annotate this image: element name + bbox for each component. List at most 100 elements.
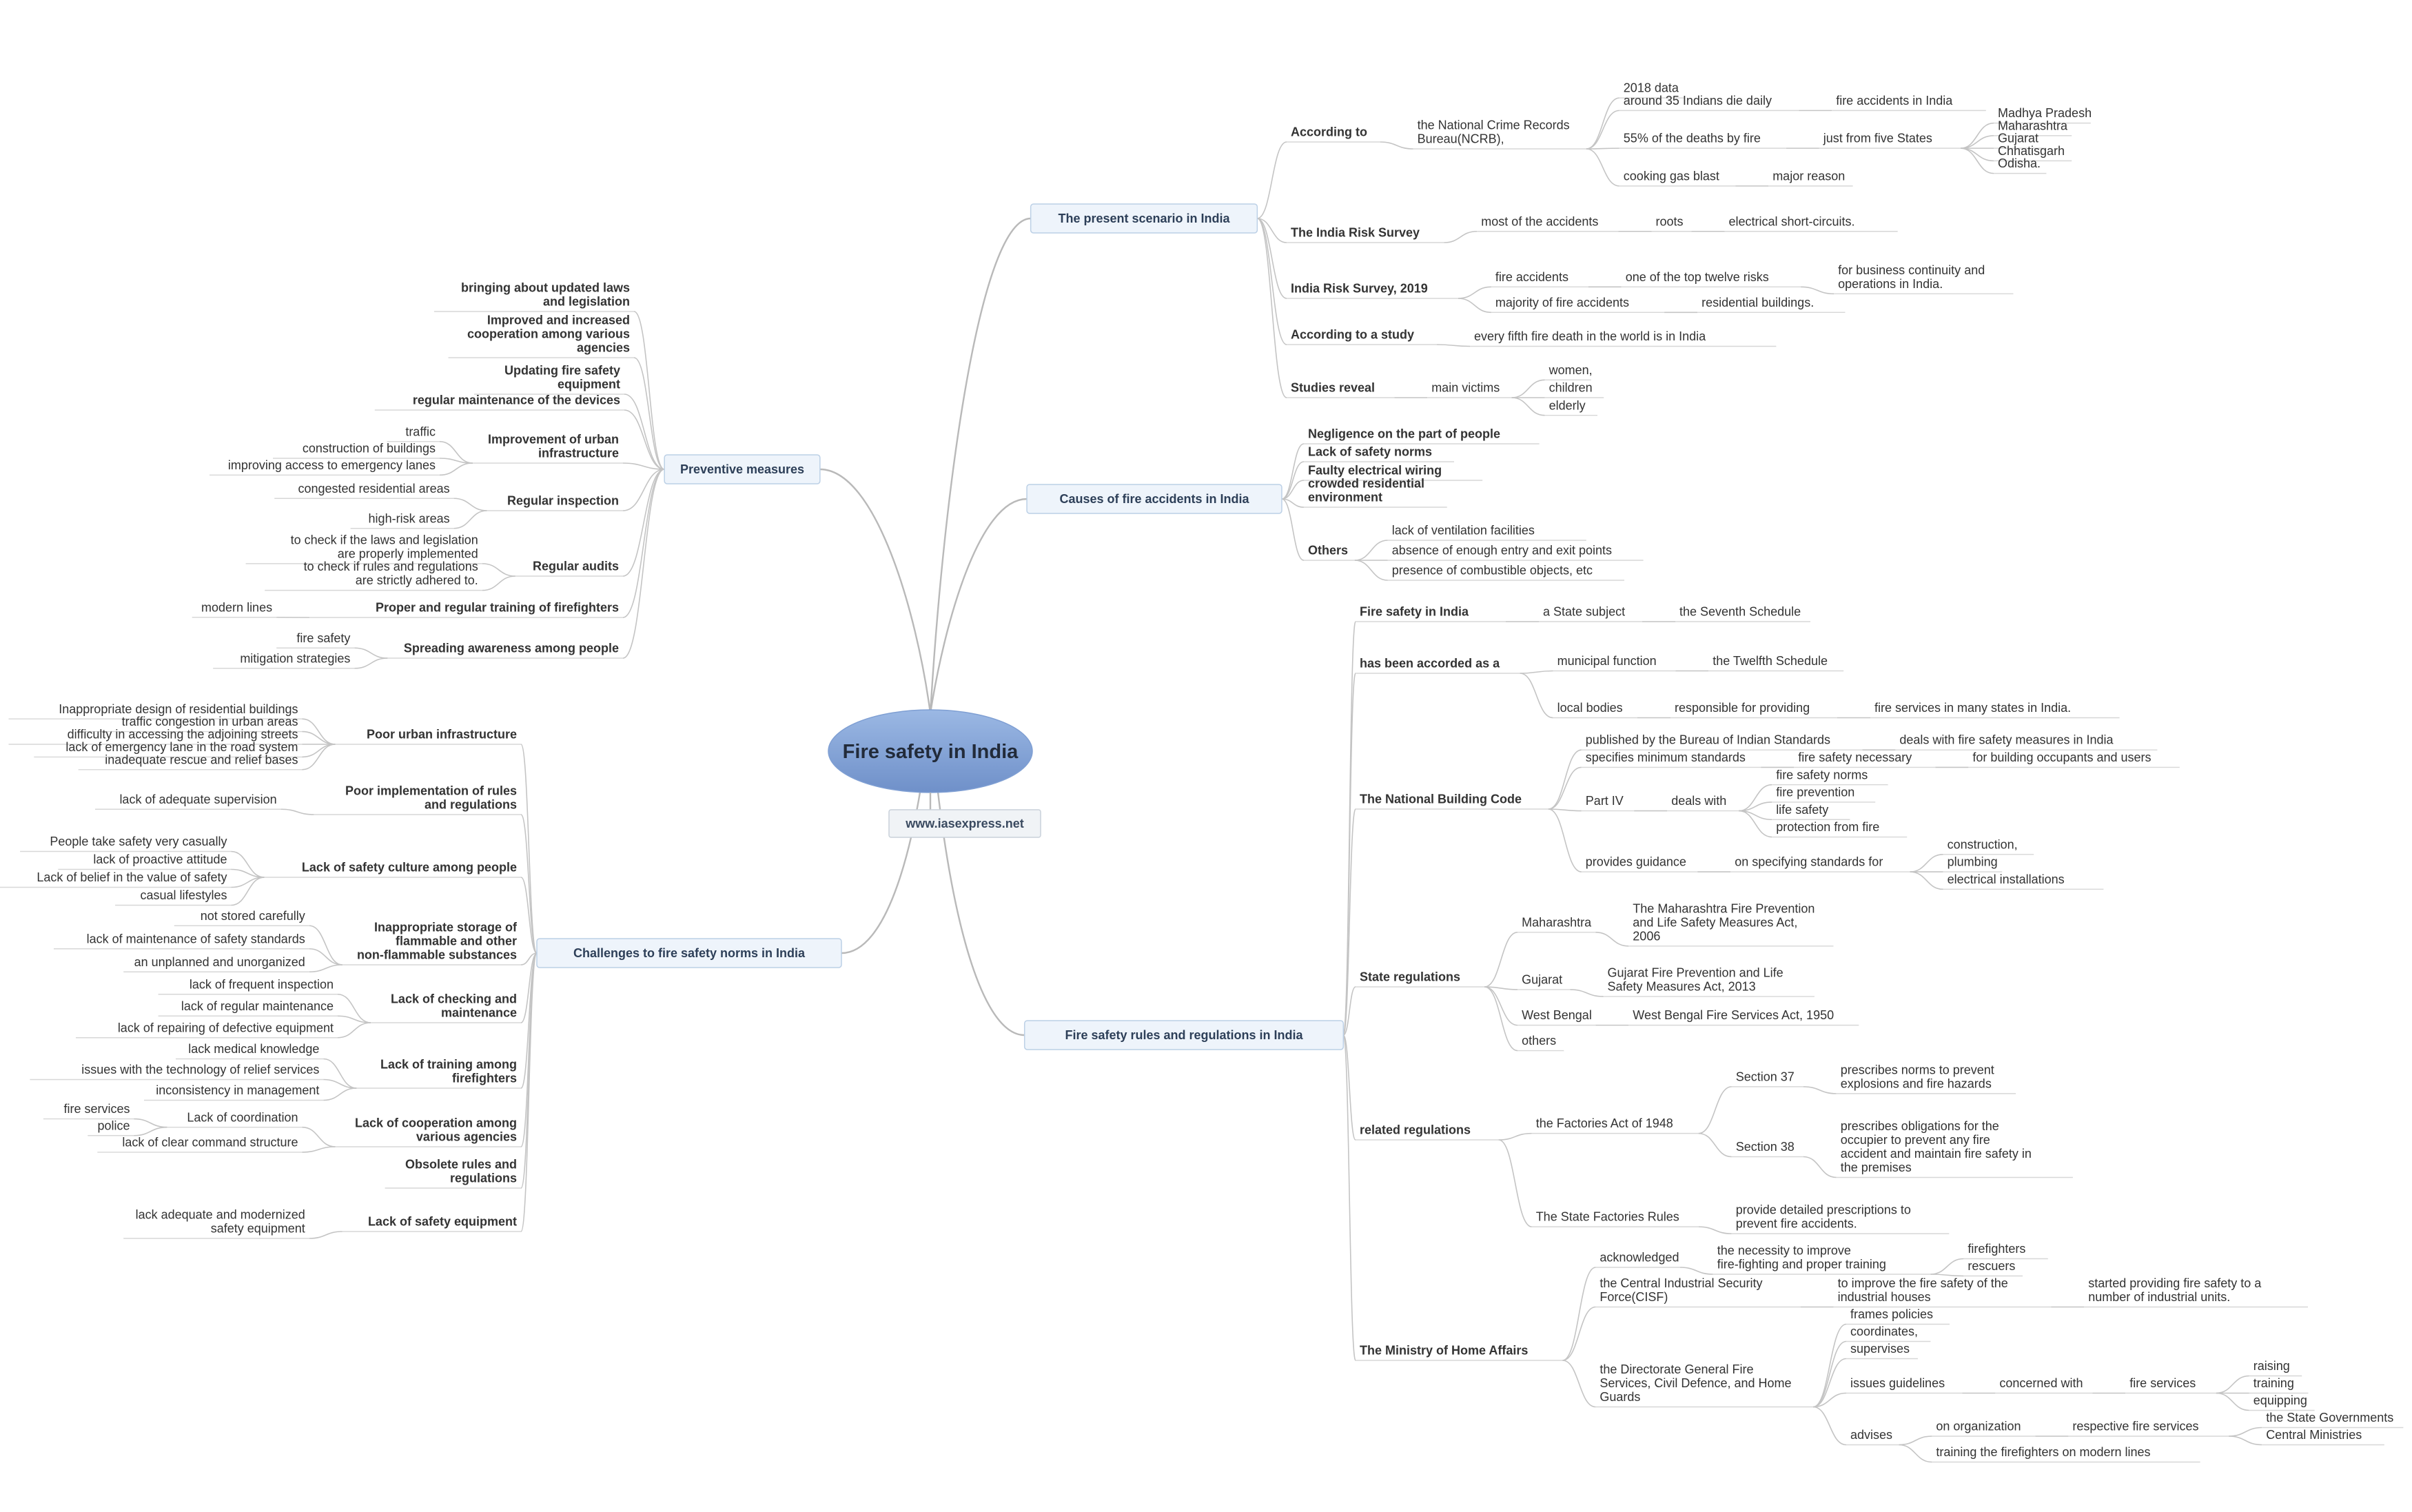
topic-state-regulations[interactable]: State regulations: [1356, 970, 1484, 987]
topic-advises[interactable]: advises: [1846, 1428, 1899, 1444]
topic-fire-safety-in-india[interactable]: Fire safety in India: [1356, 605, 1506, 622]
topic-on-organization[interactable]: on organization: [1932, 1420, 2035, 1436]
topic-protection-from-fire[interactable]: protection from fire: [1772, 820, 1907, 837]
topic-the-twelfth-schedule[interactable]: the Twelfth Schedule: [1708, 654, 1843, 671]
topic-fire-services[interactable]: fire services: [43, 1102, 134, 1118]
topic-lack-of-repairing-of-defective-equipment[interactable]: lack of repairing of defective equipment: [76, 1021, 338, 1037]
topic-odisha[interactable]: Odisha.: [1994, 156, 2046, 173]
topic-firefighters[interactable]: firefighters: [1963, 1242, 2047, 1258]
topic-improving-access-to-emergency-lanes[interactable]: improving access to emergency lanes: [209, 458, 440, 475]
topic-training-the-firefighters-on-modern-line[interactable]: training the firefighters on modern line…: [1932, 1445, 2200, 1462]
topic-deals-with-fire-safety-measures-in-india[interactable]: deals with fire safety measures in India: [1895, 733, 2157, 750]
topic-residential-buildings[interactable]: residential buildings.: [1697, 296, 1845, 312]
topic-issues-with-the-technology-of-relief-ser[interactable]: issues with the technology of relief ser…: [30, 1063, 323, 1079]
topic-women[interactable]: women,: [1545, 363, 1593, 380]
topic-around-35-indians-die-daily[interactable]: around 35 Indians die daily: [1619, 94, 1799, 110]
topic-gujarat[interactable]: Gujarat: [1517, 973, 1570, 990]
topic-life-safety[interactable]: life safety: [1772, 803, 1850, 819]
topic-frames-policies[interactable]: frames policies: [1846, 1307, 1950, 1324]
topic-according-to[interactable]: According to: [1287, 125, 1380, 142]
topic-lack-of-coordination[interactable]: Lack of coordination: [167, 1110, 303, 1127]
topic-regular-inspection[interactable]: Regular inspection: [487, 494, 623, 511]
topic-fire-safety-norms[interactable]: fire safety norms: [1772, 768, 1888, 784]
topic-concerned-with[interactable]: concerned with: [1995, 1376, 2092, 1393]
topic-just-from-five-states[interactable]: just from five States: [1819, 132, 1961, 148]
topic-inadequate-rescue-and-relief-bases[interactable]: inadequate rescue and relief bases: [79, 753, 303, 769]
topic-fire-accidents-in-india[interactable]: fire accidents in India: [1832, 94, 1986, 110]
topic-for-building-occupants-and-users[interactable]: for building occupants and users: [1968, 750, 2179, 767]
topic-the-india-risk-survey[interactable]: The India Risk Survey: [1287, 226, 1444, 243]
topic-the-factories-act-of-1948[interactable]: the Factories Act of 1948: [1532, 1116, 1699, 1133]
topic-congested-residential-areas[interactable]: congested residential areas: [274, 482, 453, 498]
topic-maharashtra[interactable]: Maharashtra: [1517, 915, 1595, 932]
topic-electrical-installations[interactable]: electrical installations: [1943, 872, 2104, 889]
topic-55-of-the-deaths-by-fire[interactable]: 55% of the deaths by fire: [1619, 132, 1786, 148]
topic-regular-audits[interactable]: Regular audits: [515, 560, 623, 576]
topic-a-state-subject[interactable]: a State subject: [1539, 605, 1642, 622]
topic-municipal-function[interactable]: municipal function: [1553, 654, 1676, 671]
topic-one-of-the-top-twelve-risks[interactable]: one of the top twelve risks: [1622, 270, 1801, 287]
topic-coordinates[interactable]: coordinates,: [1846, 1325, 1930, 1341]
topic-the-ministry-of-home-affairs[interactable]: The Ministry of Home Affairs: [1356, 1344, 1562, 1360]
topic-lack-of-adequate-supervision[interactable]: lack of adequate supervision: [95, 793, 281, 809]
topic-acknowledged[interactable]: acknowledged: [1595, 1251, 1679, 1267]
topic-the-state-factories-rules[interactable]: The State Factories Rules: [1532, 1210, 1699, 1227]
topic-others[interactable]: others: [1517, 1034, 1564, 1050]
main-topic-challenges-to-fire-safety-norms-in-india[interactable]: Challenges to fire safety norms in India: [537, 939, 841, 968]
topic-major-reason[interactable]: major reason: [1768, 169, 1852, 185]
topic-raising[interactable]: raising: [2249, 1359, 2302, 1376]
topic-police[interactable]: police: [88, 1118, 134, 1135]
topic-lack-of-belief-in-the-value-of-safety[interactable]: Lack of belief in the value of safety: [0, 870, 231, 887]
topic-training[interactable]: training: [2249, 1376, 2309, 1393]
topic-casual-lifestyles[interactable]: casual lifestyles: [115, 888, 231, 905]
topic-spreading-awareness-among-people[interactable]: Spreading awareness among people: [387, 642, 623, 658]
topic-lack-of-regular-maintenance[interactable]: lack of regular maintenance: [159, 999, 338, 1016]
topic-lack-of-clear-command-structure[interactable]: lack of clear command structure: [97, 1136, 302, 1152]
topic-regular-maintenance-of-the-devices[interactable]: regular maintenance of the devices: [375, 394, 624, 410]
topic-fire-prevention[interactable]: fire prevention: [1772, 786, 1875, 802]
topic-the-national-building-code[interactable]: The National Building Code: [1356, 793, 1549, 809]
topic-provides-guidance[interactable]: provides guidance: [1582, 855, 1697, 872]
topic-specifies-minimum-standards[interactable]: specifies minimum standards: [1582, 750, 1761, 767]
topic-majority-of-fire-accidents[interactable]: majority of fire accidents: [1491, 296, 1664, 312]
topic-to-check-if-the-laws-and-legislation-are[interactable]: to check if the laws and legislationare …: [246, 533, 482, 563]
topic-high-risk-areas[interactable]: high-risk areas: [351, 511, 454, 528]
topic-negligence-on-the-part-of-people[interactable]: Negligence on the part of people: [1304, 427, 1540, 444]
main-topic-causes-of-fire-accidents-in-india[interactable]: Causes of fire accidents in India: [1027, 484, 1282, 513]
topic-related-regulations[interactable]: related regulations: [1356, 1123, 1499, 1140]
topic-plumbing[interactable]: plumbing: [1943, 855, 2003, 872]
topic-west-bengal[interactable]: West Bengal: [1517, 1008, 1595, 1025]
topic-presence-of-combustible-objects-etc[interactable]: presence of combustible objects, etc: [1388, 564, 1624, 580]
topic-construction-of-buildings[interactable]: construction of buildings: [273, 442, 440, 458]
topic-others[interactable]: Others: [1304, 544, 1355, 560]
topic-proper-and-regular-training-of-firefight[interactable]: Proper and regular training of firefight…: [309, 601, 623, 617]
topic-mitigation-strategies[interactable]: mitigation strategies: [213, 651, 354, 668]
topic-fire-services-in-many-states-in-india[interactable]: fire services in many states in India.: [1870, 701, 2120, 717]
topic-section-38[interactable]: Section 38: [1732, 1140, 1803, 1156]
topic-lack-of-safety-equipment[interactable]: Lack of safety equipment: [343, 1215, 521, 1232]
topic-supervises[interactable]: supervises: [1846, 1342, 1918, 1358]
topic-cooking-gas-blast[interactable]: cooking gas blast: [1619, 169, 1735, 185]
topic-west-bengal-fire-services-act-1950[interactable]: West Bengal Fire Services Act, 1950: [1628, 1008, 1859, 1025]
topic-most-of-the-accidents[interactable]: most of the accidents: [1477, 214, 1618, 231]
topic-an-unplanned-and-unorganized[interactable]: an unplanned and unorganized: [123, 955, 309, 972]
topic-published-by-the-bureau-of-indian-standa[interactable]: published by the Bureau of Indian Standa…: [1582, 733, 1863, 750]
